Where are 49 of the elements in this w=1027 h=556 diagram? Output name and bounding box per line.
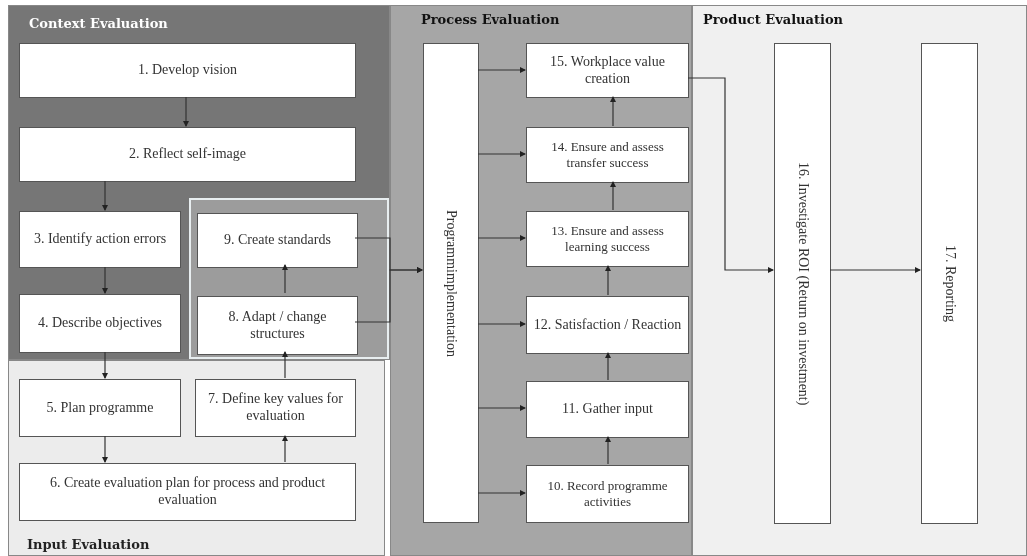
region-panel bbox=[692, 5, 1027, 556]
arrow bbox=[477, 490, 526, 496]
step-box: 9. Create standards bbox=[197, 213, 358, 268]
step-box: 5. Plan programme bbox=[19, 379, 181, 437]
step-box: 14. Ensure and assess transfer success bbox=[526, 127, 689, 183]
arrow bbox=[102, 180, 108, 211]
arrow bbox=[102, 266, 108, 294]
region-heading: Process Evaluation bbox=[421, 12, 560, 27]
step-box: 4. Describe objectives bbox=[19, 294, 181, 353]
arrow bbox=[282, 351, 288, 379]
region-heading: Context Evaluation bbox=[29, 16, 168, 31]
arrow bbox=[610, 181, 616, 211]
step-box: 10. Record programme activities bbox=[526, 465, 689, 523]
arrow bbox=[610, 96, 616, 127]
step-box: 2. Reflect self-image bbox=[19, 127, 356, 182]
arrow bbox=[102, 351, 108, 379]
arrow bbox=[605, 436, 611, 465]
step-box: Programmimplementation bbox=[423, 43, 479, 523]
step-box: 11. Gather input bbox=[526, 381, 689, 438]
step-box: 3. Identify action errors bbox=[19, 211, 181, 268]
arrow bbox=[102, 435, 108, 463]
step-box: 17. Reporting bbox=[921, 43, 978, 524]
step-box: 1. Develop vision bbox=[19, 43, 356, 98]
step-box: 15. Workplace value creation bbox=[526, 43, 689, 98]
arrow bbox=[477, 405, 526, 411]
region-panel bbox=[8, 360, 385, 556]
region-heading: Input Evaluation bbox=[27, 537, 150, 552]
region-panel bbox=[8, 5, 390, 360]
nested-panel bbox=[189, 198, 389, 359]
step-box: 6. Create evaluation plan for process and product evaluation bbox=[19, 463, 356, 521]
arrow bbox=[477, 321, 526, 327]
arrow bbox=[282, 435, 288, 463]
arrow bbox=[282, 264, 288, 294]
region-panel bbox=[390, 5, 692, 556]
step-box: 16. Investigate ROI (Return on investment) bbox=[774, 43, 831, 524]
arrow bbox=[829, 267, 921, 273]
arrow bbox=[687, 77, 774, 273]
step-box: 7. Define key values for evaluation bbox=[195, 379, 356, 437]
step-box: 8. Adapt / change structures bbox=[197, 296, 358, 355]
arrow bbox=[605, 352, 611, 381]
arrow bbox=[477, 235, 526, 241]
arrow bbox=[183, 96, 189, 127]
step-box: 12. Satisfaction / Reaction bbox=[526, 296, 689, 354]
arrow bbox=[354, 267, 423, 323]
arrow bbox=[605, 265, 611, 296]
region-heading: Product Evaluation bbox=[703, 12, 844, 27]
step-box: 13. Ensure and assess learning success bbox=[526, 211, 689, 267]
arrow bbox=[477, 151, 526, 157]
arrow bbox=[477, 67, 526, 73]
